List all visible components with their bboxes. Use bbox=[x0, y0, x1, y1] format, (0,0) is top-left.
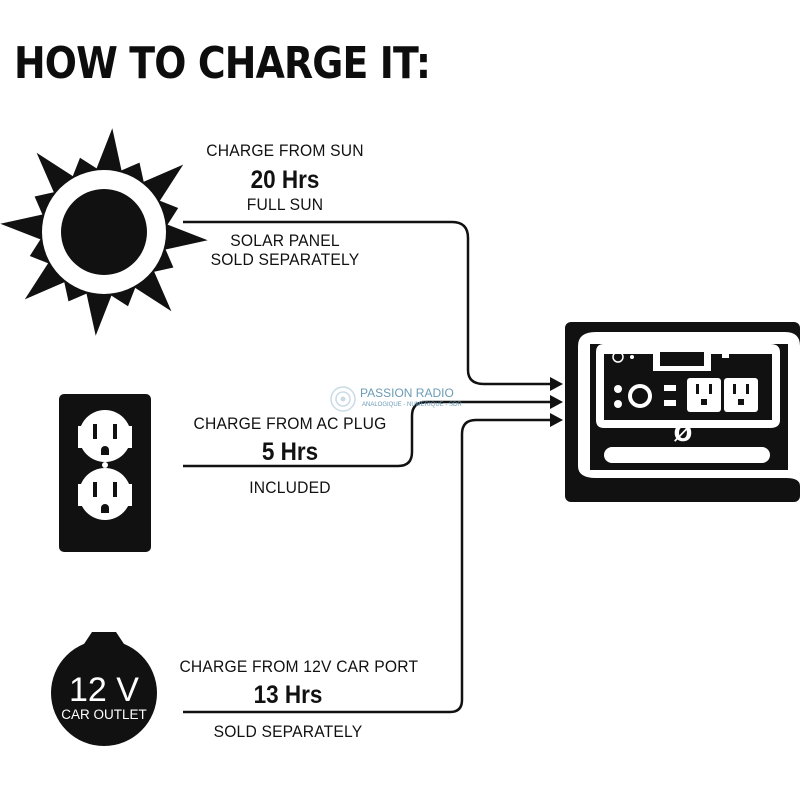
car-charge-title: CHARGE FROM 12V CAR PORT bbox=[179, 657, 419, 676]
car-charge-note: SOLD SEPARATELY bbox=[213, 722, 363, 741]
car-charge-time: 13 Hrs bbox=[253, 681, 323, 709]
ac-connector-line bbox=[183, 400, 554, 468]
car-outlet-voltage-label: 12 V bbox=[69, 671, 139, 709]
arrow-head-icon bbox=[550, 395, 563, 409]
arrow-heads bbox=[550, 377, 563, 427]
ac-charge-note: INCLUDED bbox=[249, 478, 331, 497]
arrow-head-icon bbox=[550, 377, 563, 391]
ac-charge-time: 5 Hrs bbox=[261, 438, 319, 466]
sun-note-line2: SOLD SEPARATELY bbox=[210, 250, 360, 269]
ac-charge-title: CHARGE FROM AC PLUG bbox=[193, 414, 387, 433]
arrow-head-icon bbox=[550, 413, 563, 427]
watermark-name: PASSION RADIO bbox=[360, 386, 454, 400]
sun-note-line1: SOLAR PANEL bbox=[230, 231, 340, 250]
device-logo: Ø bbox=[674, 422, 693, 447]
sun-charge-time: 20 Hrs bbox=[250, 166, 320, 194]
sun-charge-title: CHARGE FROM SUN bbox=[206, 141, 364, 160]
watermark-tagline: ANALOGIQUE - NUMÉRIQUE - SDR bbox=[362, 402, 462, 408]
wall-outlet-icon bbox=[59, 394, 151, 552]
page-title: HOW TO CHARGE IT: bbox=[14, 38, 431, 89]
car-outlet-icon: 12 V CAR OUTLET bbox=[51, 632, 157, 746]
sun-icon bbox=[0, 128, 208, 336]
car-connector-line bbox=[183, 418, 554, 714]
watermark-antenna-icon bbox=[330, 386, 356, 412]
power-station-icon: Ø bbox=[565, 322, 800, 502]
connector-lines bbox=[183, 220, 554, 714]
sun-charge-condition: FULL SUN bbox=[246, 195, 324, 214]
sun-connector-line bbox=[183, 220, 554, 386]
car-outlet-caption: CAR OUTLET bbox=[61, 707, 147, 722]
